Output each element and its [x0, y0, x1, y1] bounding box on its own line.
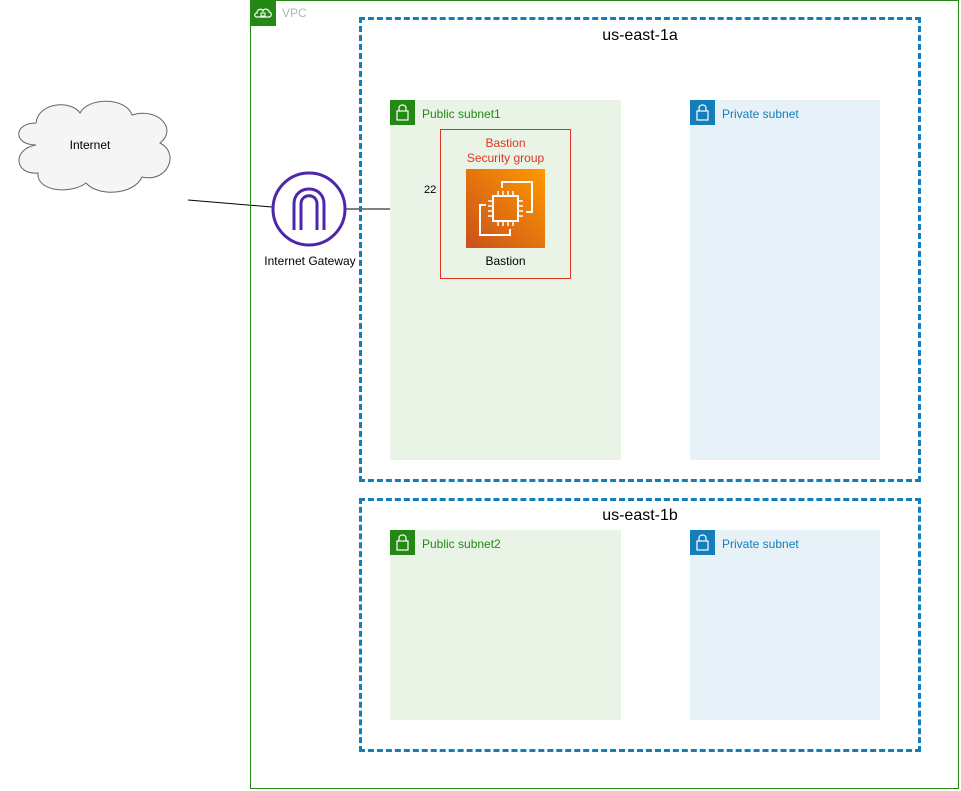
public-subnet-1	[390, 100, 621, 460]
private-subnet-label: Private subnet	[722, 107, 799, 121]
security-group-label-line2: Security group	[466, 151, 545, 165]
private-subnet-a	[690, 100, 880, 460]
availability-zone-title: us-east-1b	[602, 507, 678, 524]
vpc-icon	[250, 0, 276, 26]
ec2-instance-icon	[466, 169, 545, 248]
padlock-icon	[690, 100, 715, 125]
public-subnet-2	[390, 530, 621, 720]
internet-label: Internet	[69, 138, 111, 152]
padlock-icon	[390, 100, 415, 125]
internet-gateway-icon	[271, 171, 347, 247]
vpc-label: VPC	[282, 6, 307, 20]
padlock-icon	[690, 530, 715, 555]
private-subnet-label: Private subnet	[722, 537, 799, 551]
availability-zone-title: us-east-1a	[602, 27, 678, 44]
vpc-container	[250, 0, 959, 789]
availability-zone-us-east-1b	[359, 498, 921, 752]
bastion-security-group	[440, 129, 571, 279]
internet-cloud-icon	[18, 100, 171, 193]
public-subnet-label: Public subnet1	[422, 107, 501, 121]
availability-zone-us-east-1a	[359, 17, 921, 482]
bastion-instance-label: Bastion	[485, 254, 526, 268]
security-group-label-line1: Bastion	[485, 136, 526, 150]
private-subnet-b	[690, 530, 880, 720]
public-subnet-label: Public subnet2	[422, 537, 501, 551]
port-label: 22	[424, 184, 437, 196]
internet-gateway-label: Internet Gateway	[264, 254, 356, 268]
internet-to-gateway-line	[187, 199, 273, 208]
padlock-icon	[390, 530, 415, 555]
security-group-label: Bastion Security group	[440, 136, 571, 166]
